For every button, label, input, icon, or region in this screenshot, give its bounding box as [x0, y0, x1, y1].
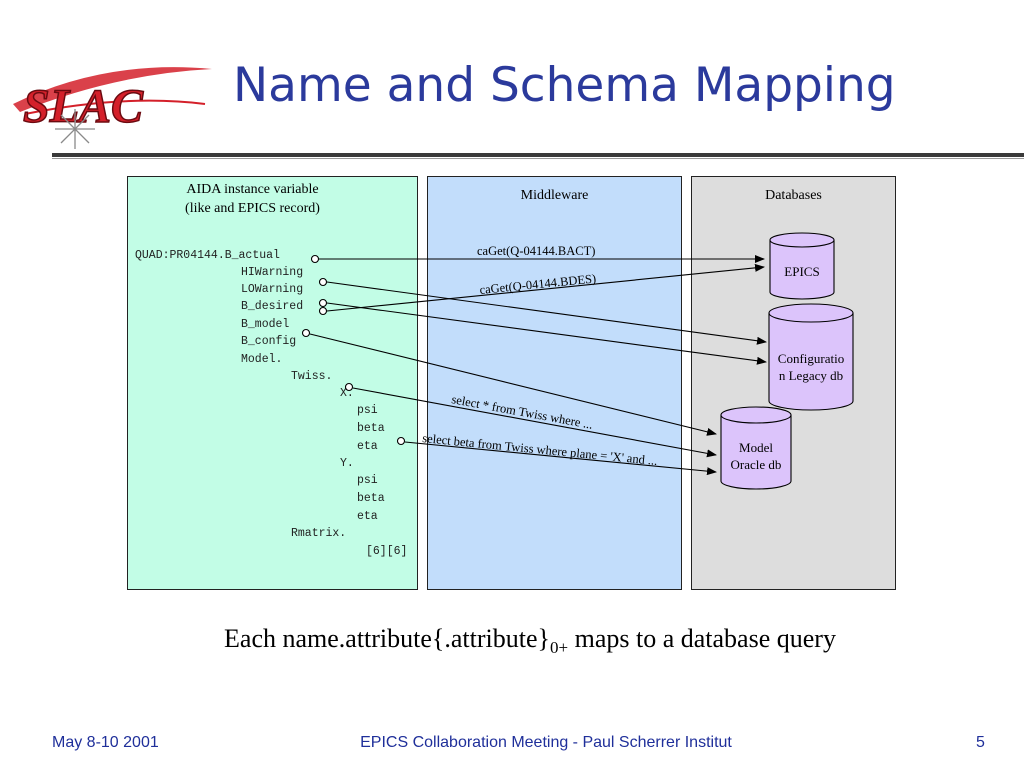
caption-tail: maps to a database query — [568, 624, 836, 653]
attr-model: Model. — [241, 353, 283, 366]
caption-subscript: 0+ — [550, 638, 569, 658]
arrow-xbeta-model — [404, 441, 717, 476]
query-caget-bdes: caGet(Q-04144.BDES) — [479, 271, 597, 297]
arrow-hiwarning-config — [326, 281, 767, 345]
attr-b-model: B_model — [241, 318, 290, 331]
attr-x-psi: psi — [357, 404, 378, 417]
endpoint-hiwarning — [318, 277, 328, 287]
aida-title-line1: AIDA instance variable — [186, 182, 319, 197]
epics-db-cylinder — [769, 232, 835, 300]
logo-text: SLAC — [23, 80, 144, 133]
model-db-cylinder — [720, 406, 792, 490]
attr-twiss: Twiss. — [291, 370, 333, 383]
attr-x-eta: eta — [357, 440, 378, 453]
attr-b-config: B_config — [241, 335, 297, 348]
endpoint-b-actual — [310, 254, 320, 264]
attr-rmatrix-index: [6][6] — [366, 545, 408, 558]
arrow-bdesired-epics — [326, 263, 765, 312]
model-db-label-2: Oracle db — [731, 457, 782, 472]
attr-lowarning: LOWarning — [241, 283, 304, 296]
databases-title: Databases — [765, 188, 822, 203]
title-rule — [52, 153, 1024, 157]
title-rule-thin — [52, 158, 1024, 159]
aida-panel — [127, 176, 418, 590]
arrow-bmodel-model — [309, 333, 717, 436]
config-db-label-2: n Legacy db — [779, 368, 843, 383]
attr-hiwarning: HIWarning — [241, 266, 304, 279]
attr-rmatrix: Rmatrix. — [291, 527, 347, 540]
caption-main: Each name.attribute{.attribute} — [224, 624, 551, 653]
attr-y: Y. — [340, 457, 354, 470]
attr-y-eta: eta — [357, 510, 378, 523]
endpoint-x-beta — [396, 436, 406, 446]
endpoint-x — [344, 382, 354, 392]
slide-title: Name and Schema Mapping — [233, 58, 896, 113]
footer-event: EPICS Collaboration Meeting - Paul Scher… — [360, 734, 732, 751]
middleware-title: Middleware — [520, 188, 589, 203]
attr-y-psi: psi — [357, 474, 378, 487]
attr-b-desired: B_desired — [241, 300, 304, 313]
endpoint-b-desired-2 — [318, 306, 328, 316]
endpoint-b-model — [301, 328, 311, 338]
footer-page-number: 5 — [976, 734, 985, 751]
attr-y-beta: beta — [357, 492, 385, 505]
middleware-panel — [427, 176, 682, 590]
endpoint-b-desired-1 — [318, 298, 328, 308]
footer-date: May 8-10 2001 — [52, 734, 159, 751]
model-db-label-1: Model — [739, 440, 773, 455]
query-caget-bact: caGet(Q-04144.BACT) — [477, 244, 595, 258]
config-db-label-1: Configuratio — [778, 351, 844, 366]
aida-panel-title: AIDA instance variable (like and EPICS r… — [127, 180, 418, 218]
query-select-beta: select beta from Twiss where plane = 'X'… — [422, 431, 658, 468]
attr-b-actual: QUAD:PR04144.B_actual — [135, 249, 280, 262]
starburst-icon — [55, 109, 95, 149]
config-db-cylinder — [768, 303, 854, 411]
aida-title-line2: (like and EPICS record) — [185, 201, 320, 216]
arrow-bdesired-config — [326, 302, 767, 365]
epics-db-label: EPICS — [784, 264, 819, 279]
attr-x-beta: beta — [357, 422, 385, 435]
slide-caption: Each name.attribute{.attribute}0+ maps t… — [0, 624, 1024, 658]
slac-logo: SLAC — [13, 67, 212, 149]
arrow-x-model — [352, 387, 717, 458]
